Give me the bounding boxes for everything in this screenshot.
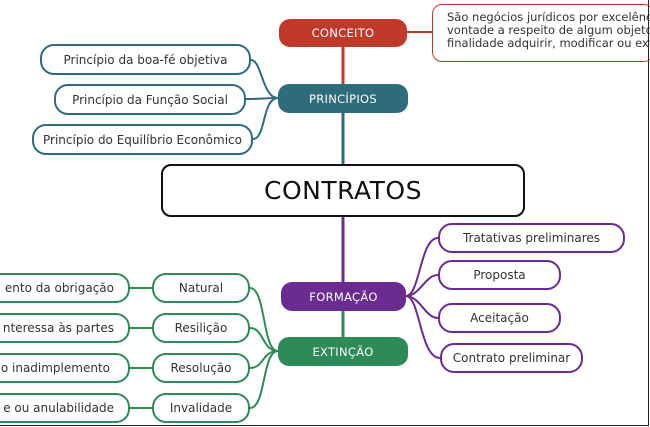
hub-conceito[interactable]: CONCEITO: [279, 19, 407, 47]
extincao-detail-4[interactable]: e ou anulabilidade: [0, 393, 130, 423]
principio-item-1[interactable]: Princípio da boa-fé objetiva: [40, 44, 251, 75]
extincao-item-invalidade[interactable]: Invalidade: [152, 393, 250, 423]
extincao-item-resilicao[interactable]: Resilição: [152, 313, 250, 343]
hub-formacao[interactable]: FORMAÇÃO: [281, 282, 406, 311]
formacao-item-4[interactable]: Contrato preliminar: [440, 343, 583, 373]
formacao-item-1[interactable]: Tratativas preliminares: [438, 223, 625, 253]
hub-principios[interactable]: PRINCÍPIOS: [278, 84, 408, 113]
conceito-note-line-1: São negócios jurídicos por excelência, p…: [447, 10, 650, 24]
link-formacao-4: [405, 295, 441, 359]
extincao-item-resolucao[interactable]: Resolução: [152, 353, 250, 383]
link-extincao-1: [249, 287, 279, 352]
link-extincao-2: [249, 327, 279, 352]
extincao-item-natural[interactable]: Natural: [152, 273, 250, 303]
central-topic[interactable]: CONTRATOS: [161, 164, 525, 217]
link-principio-3: [252, 97, 279, 140]
conceito-note-line-3: finalidade adquirir, modificar ou extin: [447, 36, 650, 50]
extincao-detail-1[interactable]: ento da obrigação: [0, 273, 130, 303]
principio-item-3[interactable]: Princípio do Equilíbrio Econômico: [32, 124, 253, 155]
principio-item-2[interactable]: Princípio da Função Social: [54, 84, 246, 115]
formacao-item-2[interactable]: Proposta: [438, 260, 561, 290]
link-principio-1: [250, 59, 279, 99]
extincao-detail-3[interactable]: o inadimplemento: [0, 353, 130, 383]
formacao-item-3[interactable]: Aceitação: [438, 303, 561, 333]
link-formacao-1: [405, 237, 439, 297]
link-extincao-4: [249, 350, 279, 409]
hub-extincao[interactable]: EXTINÇÃO: [278, 337, 408, 366]
conceito-note-line-2: vontade a respeito de algum objeto perm: [447, 23, 650, 37]
conceito-note: São negócios jurídicos por excelência, p…: [432, 4, 650, 62]
extincao-detail-2[interactable]: nteressa às partes: [0, 313, 130, 343]
